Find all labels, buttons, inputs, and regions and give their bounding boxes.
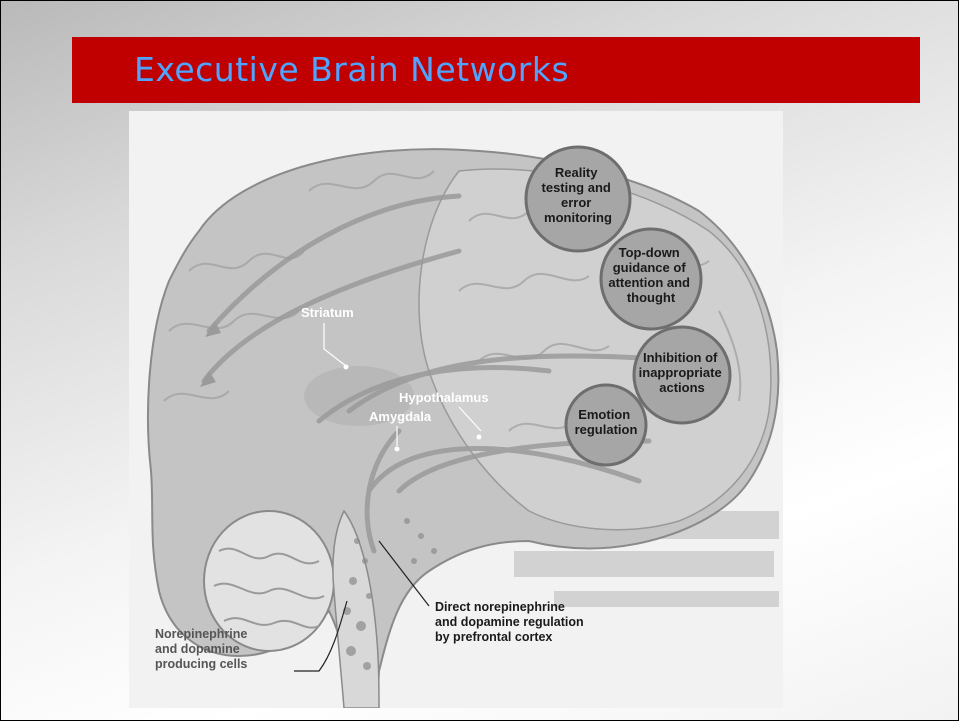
brain-diagram: Reality testing and error monitoring Top…: [129, 111, 783, 708]
circle-2-line-4: thought: [627, 290, 676, 305]
striatum-label: Striatum: [301, 305, 354, 320]
circle-2-line-1: Top-down: [619, 245, 680, 260]
direct-regulation-line-3: by prefrontal cortex: [435, 630, 552, 644]
hypothalamus-label: Hypothalamus: [399, 390, 489, 405]
svg-text:Norepinephrine and dopam: Norepinephrine and dopamine producing ce…: [155, 627, 251, 671]
circle-4-line-2: regulation: [575, 422, 638, 437]
amygdala-dot: [395, 447, 400, 452]
circle-1-line-2: testing and: [542, 180, 611, 195]
circle-1-line-3: error: [561, 195, 591, 210]
direct-regulation-line-1: Direct norepinephrine: [435, 600, 565, 614]
producing-cells-line-3: producing cells: [155, 657, 247, 671]
hypothalamus-dot: [477, 435, 482, 440]
title-bar: Executive Brain Networks: [72, 37, 920, 103]
circle-3-line-1: Inhibition of: [643, 350, 718, 365]
function-circle-top-down-guidance: Top-down guidance of attention and thoug…: [601, 229, 701, 329]
circle-3-line-3: actions: [659, 380, 705, 395]
direct-regulation-line-2: and dopamine regulation: [435, 615, 584, 629]
circle-3-line-2: inappropriate: [639, 365, 722, 380]
function-circle-inhibition: Inhibition of inappropriate actions: [634, 327, 730, 423]
circle-4-line-1: Emotion: [578, 407, 630, 422]
producing-cells-line-2: and dopamine: [155, 642, 240, 656]
circle-2-line-3: attention and: [608, 275, 690, 290]
circle-2-line-2: guidance of: [613, 260, 687, 275]
amygdala-label: Amygdala: [369, 409, 432, 424]
producing-cells-line-1: Norepinephrine: [155, 627, 247, 641]
svg-text:Emotion regulation: Emotion regulation: [575, 407, 638, 437]
slide-title: Executive Brain Networks: [134, 50, 569, 89]
circle-1-line-1: Reality: [555, 165, 598, 180]
function-circle-emotion-regulation: Emotion regulation: [566, 385, 646, 465]
striatum-dot: [344, 365, 349, 370]
circle-1-line-4: monitoring: [544, 210, 612, 225]
function-circle-reality-testing: Reality testing and error monitoring: [526, 147, 630, 251]
